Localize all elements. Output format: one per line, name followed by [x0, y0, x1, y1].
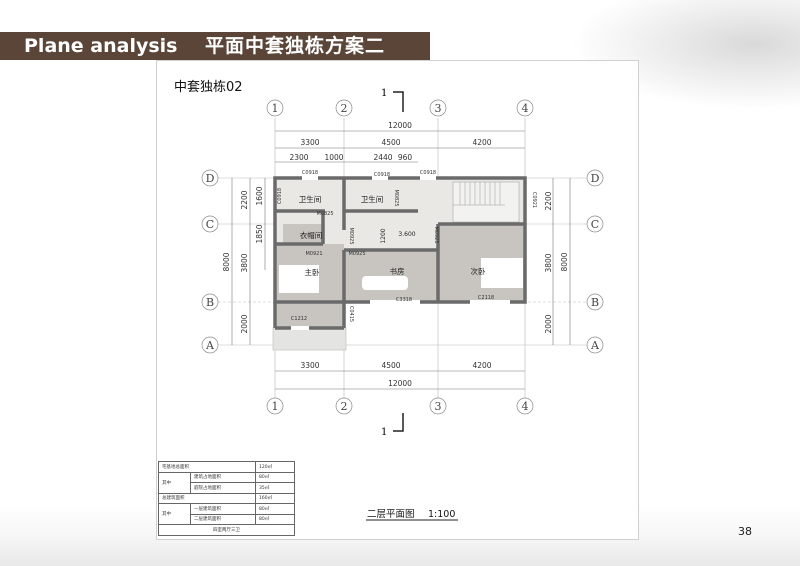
- room-label-closet: 衣帽间: [300, 230, 323, 240]
- window-label: C0921: [531, 192, 537, 208]
- axis-label-2-bottom: 2: [341, 400, 348, 413]
- section-mark: [393, 91, 404, 432]
- area-sub: 一层建筑面积: [190, 503, 256, 515]
- axis-label-b-right: B: [591, 296, 599, 309]
- dim-top-sub-3: 2440: [373, 153, 392, 162]
- room-label-bath-1: 卫生间: [299, 194, 322, 204]
- room-label-bath-2: 卫生间: [361, 194, 384, 204]
- axis-label-2: 2: [341, 102, 348, 115]
- door-label: M0921: [305, 251, 322, 257]
- dim-left-sub-2: 1600: [255, 186, 264, 205]
- axis-label-a-right: A: [590, 339, 600, 352]
- header-title-en: Plane analysis: [24, 35, 178, 57]
- room-label-second: 次卧: [471, 266, 486, 276]
- section-label-bottom: 1: [381, 427, 387, 438]
- door-label: M0825: [316, 211, 333, 217]
- closet-room: [283, 224, 323, 244]
- master-bed: [279, 265, 319, 293]
- dim-bottom-total: 12000: [388, 379, 412, 388]
- axis-label-b: B: [206, 296, 214, 309]
- axis-label-3: 3: [435, 102, 442, 115]
- door-label: M0925: [348, 227, 354, 244]
- header-bar: Plane analysis 平面中套独栋方案二: [0, 32, 430, 60]
- page-number: 38: [738, 525, 752, 538]
- axis-label-1-bottom: 1: [272, 400, 279, 413]
- window-label: C0918: [302, 170, 318, 176]
- door-label: M0925: [348, 251, 365, 257]
- window-label: C0415: [348, 306, 354, 322]
- dim-right-bay-2: 3800: [544, 253, 553, 272]
- room-fills: [272, 178, 525, 351]
- area-label: 其中: [158, 503, 191, 525]
- area-label: 总建筑面积: [158, 492, 256, 504]
- dim-bottom-bay-2: 4500: [381, 361, 400, 370]
- axis-label-a: A: [205, 339, 215, 352]
- section-label-top: 1: [381, 88, 387, 99]
- axis-label-c-right: C: [591, 218, 599, 231]
- dim-top-sub-2: 1000: [324, 153, 343, 162]
- dim-left-sub-1: 2200: [240, 190, 249, 209]
- dim-left-sub-3: 1850: [255, 224, 264, 243]
- area-summary: 四室两厅三卫: [158, 524, 295, 536]
- axis-label-4-bottom: 4: [522, 400, 529, 413]
- window-label: C0918: [374, 172, 390, 178]
- corridor-dimension: 1200: [380, 228, 387, 243]
- dim-top-bay-2: 4500: [381, 138, 400, 147]
- staircase: [452, 181, 520, 223]
- drawing-scale: 1:100: [428, 509, 455, 520]
- axis-label-4: 4: [522, 102, 529, 115]
- desk: [362, 276, 408, 290]
- area-value: 120㎡: [255, 461, 295, 473]
- window-label: C1212: [291, 316, 307, 322]
- room-label-master: 主卧: [305, 267, 320, 277]
- dim-top-sub-4: 960: [398, 153, 413, 162]
- dim-right-bay-1: 2200: [544, 191, 553, 210]
- room-label-study: 书房: [390, 266, 405, 276]
- dimension-lines: [231, 130, 571, 390]
- dim-top-bay-3: 4200: [472, 138, 491, 147]
- windows: [291, 176, 510, 330]
- area-label: 其中: [158, 471, 191, 494]
- door-label: M0925: [433, 226, 439, 243]
- balcony: [272, 327, 347, 351]
- dim-right-bay-3: 2000: [544, 314, 553, 333]
- area-value: 80㎡: [255, 471, 295, 483]
- dim-left-total: 8000: [222, 252, 231, 271]
- dim-bottom-bay-3: 4200: [472, 361, 491, 370]
- axis-label-d-right: D: [591, 172, 600, 185]
- dim-top-bay-1: 3300: [300, 138, 319, 147]
- window-label: C0918: [277, 188, 283, 204]
- second-bed: [481, 258, 523, 288]
- dim-bottom-bay-1: 3300: [300, 361, 319, 370]
- axis-label-d: D: [206, 172, 215, 185]
- floor-level: 3.600: [398, 231, 415, 238]
- dim-right-total: 8000: [560, 252, 569, 271]
- axis-label-c: C: [206, 218, 214, 231]
- area-sub: 庭院占地面积: [190, 482, 256, 494]
- dim-top-total: 12000: [388, 121, 412, 130]
- area-sub: 建筑占地面积: [190, 471, 256, 483]
- dim-left-bay-2: 2000: [240, 314, 249, 333]
- axis-label-3-bottom: 3: [435, 400, 442, 413]
- window-label: C3318: [396, 297, 412, 303]
- area-value: 160㎡: [255, 492, 295, 504]
- axis-bubbles: [201, 99, 604, 415]
- axis-label-1: 1: [272, 102, 279, 115]
- area-value: 35㎡: [255, 482, 295, 494]
- area-sub: 二层建筑面积: [190, 513, 256, 525]
- dim-top-sub-1: 2300: [289, 153, 308, 162]
- area-value: 80㎡: [255, 503, 295, 515]
- header-title-cn: 平面中套独栋方案二: [205, 35, 386, 57]
- drawing-caption: 二层平面图: [367, 509, 415, 520]
- window-label: C2118: [478, 295, 494, 301]
- window-label: C0918: [420, 170, 436, 176]
- door-label: M0825: [393, 189, 399, 206]
- area-value: 80㎡: [255, 513, 295, 525]
- sheet-title: 中套独栋02: [174, 80, 243, 95]
- dim-left-bay-1: 3800: [240, 253, 249, 272]
- area-label: 宅基地总面积: [158, 461, 256, 473]
